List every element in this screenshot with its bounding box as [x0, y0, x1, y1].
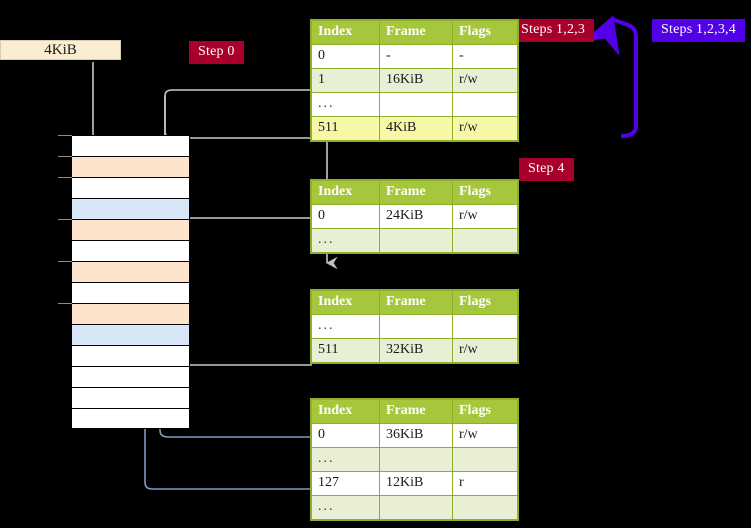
table-header-row: Index Frame Flags	[311, 399, 518, 424]
column-header-index: Index	[311, 399, 380, 424]
table-header-row: Index Frame Flags	[311, 290, 518, 315]
cell-frame: 16KiB	[379, 68, 453, 93]
memory-row	[71, 219, 190, 240]
memory-tick	[58, 135, 72, 136]
cell-frame	[379, 228, 453, 253]
cell-flags: r/w	[452, 204, 518, 229]
memory-tick	[58, 177, 72, 178]
cell-flags: -	[452, 44, 518, 69]
memory-row	[71, 408, 190, 429]
cell-frame	[379, 92, 453, 117]
cell-flags	[452, 314, 518, 339]
cell-flags: r/w	[452, 338, 518, 363]
cell-flags	[452, 228, 518, 253]
connector-steps-arrow	[582, 15, 638, 138]
column-header-flags: Flags	[452, 290, 518, 315]
table-row: ...	[311, 314, 518, 339]
cell-frame: 24KiB	[379, 204, 453, 229]
cell-flags	[452, 447, 518, 472]
cell-frame: -	[379, 44, 453, 69]
memory-row	[71, 345, 190, 366]
cell-index: 0	[311, 44, 380, 69]
memory-row	[71, 324, 190, 345]
badge-step-4: Step 4	[519, 158, 574, 181]
cell-index: ...	[311, 228, 380, 253]
table-row: 1 16KiB r/w	[311, 68, 518, 93]
badge-step-0: Step 0	[189, 41, 244, 64]
table-row: ...	[311, 228, 518, 253]
table-header-row: Index Frame Flags	[311, 180, 518, 205]
memory-row	[71, 366, 190, 387]
table-row: 127 12KiB r	[311, 471, 518, 496]
table-row: 0 - -	[311, 44, 518, 69]
cell-frame	[379, 447, 453, 472]
cell-flags	[452, 92, 518, 117]
table-header-row: Index Frame Flags	[311, 20, 518, 45]
cell-index: 0	[311, 204, 380, 229]
table-row: 0 36KiB r/w	[311, 423, 518, 448]
memory-tick	[58, 219, 72, 220]
pml4-table: Index Frame Flags 0 - - 1 16KiB r/w ...	[311, 20, 518, 141]
memory-row	[71, 135, 190, 156]
table-row: 511 32KiB r/w	[311, 338, 518, 363]
cell-index: ...	[311, 92, 380, 117]
cell-index: 511	[311, 116, 380, 141]
pt-table: Index Frame Flags 0 36KiB r/w ... 127 12…	[311, 399, 518, 520]
column-header-flags: Flags	[452, 20, 518, 45]
cell-index: ...	[311, 447, 380, 472]
badge-steps-123: Steps 1,2,3	[512, 19, 595, 42]
memory-row	[71, 282, 190, 303]
cell-frame: 12KiB	[379, 471, 453, 496]
cell-flags: r/w	[452, 68, 518, 93]
column-header-flags: Flags	[452, 399, 518, 424]
cell-flags: r/w	[452, 423, 518, 448]
column-header-index: Index	[311, 20, 380, 45]
cell-frame: 4KiB	[379, 116, 453, 141]
memory-tick	[58, 156, 72, 157]
memory-row	[71, 261, 190, 282]
cell-index: 127	[311, 471, 380, 496]
frame-4kib-label: 4KiB	[44, 42, 77, 58]
cell-flags	[452, 495, 518, 520]
memory-tick	[58, 303, 72, 304]
table-row: 511 4KiB r/w	[311, 116, 518, 141]
table-row: ...	[311, 495, 518, 520]
table-row: ...	[311, 92, 518, 117]
memory-row	[71, 156, 190, 177]
memory-row	[71, 198, 190, 219]
frame-4kib-box: 4KiB	[0, 40, 121, 60]
cell-frame	[379, 495, 453, 520]
badge-steps-1234: Steps 1,2,3,4	[652, 19, 745, 42]
column-header-index: Index	[311, 180, 380, 205]
connector-32kib-to-memory	[168, 311, 312, 366]
cell-frame: 32KiB	[379, 338, 453, 363]
table-row: 0 24KiB r/w	[311, 204, 518, 229]
connector-pml4-511-loop	[164, 89, 312, 139]
cell-index: 511	[311, 338, 380, 363]
pd-table: Index Frame Flags ... 511 32KiB r/w	[311, 290, 518, 363]
physical-memory-column	[71, 135, 190, 429]
column-header-flags: Flags	[452, 180, 518, 205]
column-header-index: Index	[311, 290, 380, 315]
cell-index: ...	[311, 314, 380, 339]
connector-24kib-to-memory	[178, 217, 312, 262]
column-header-frame: Frame	[379, 290, 453, 315]
cell-flags: r/w	[452, 116, 518, 141]
column-header-frame: Frame	[379, 180, 453, 205]
memory-row	[71, 177, 190, 198]
column-header-frame: Frame	[379, 399, 453, 424]
column-header-frame: Frame	[379, 20, 453, 45]
cell-frame	[379, 314, 453, 339]
cell-frame: 36KiB	[379, 423, 453, 448]
cell-index: ...	[311, 495, 380, 520]
pdpt-table: Index Frame Flags 0 24KiB r/w ...	[311, 180, 518, 253]
memory-row	[71, 303, 190, 324]
table-row: ...	[311, 447, 518, 472]
cell-index: 1	[311, 68, 380, 93]
memory-tick	[58, 261, 72, 262]
memory-row	[71, 240, 190, 261]
memory-row	[71, 387, 190, 408]
cell-flags: r	[452, 471, 518, 496]
cell-index: 0	[311, 423, 380, 448]
